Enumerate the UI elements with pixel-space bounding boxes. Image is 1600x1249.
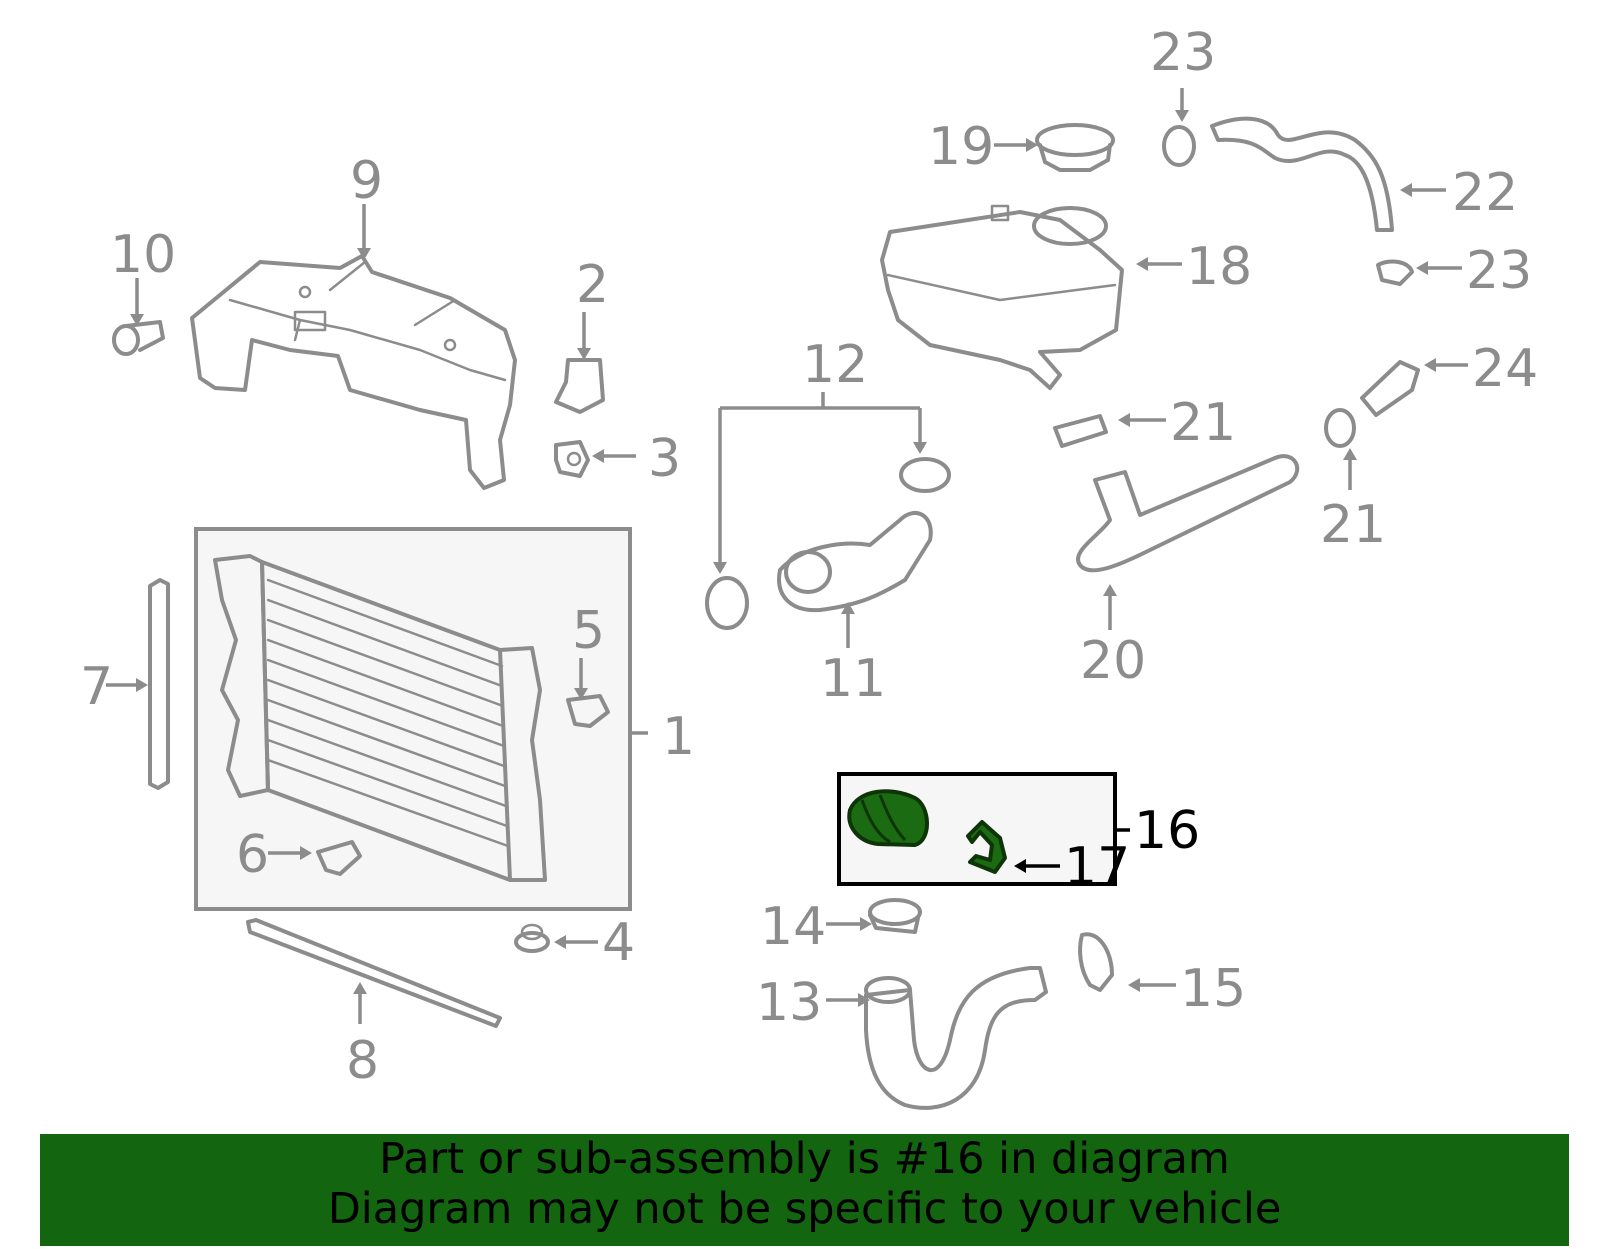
part-21-clamp (1324, 408, 1356, 448)
callout-15: 15 (1180, 959, 1246, 1019)
part-12-clamps (705, 457, 951, 630)
part-16-hose-assembly-highlighted (847, 789, 929, 847)
part-11-upper-hose (777, 510, 933, 613)
callout-17: 17 (1064, 837, 1130, 897)
callout-14: 14 (760, 897, 826, 957)
callout-12: 12 (802, 335, 868, 395)
banner-line-2: Diagram may not be specific to your vehi… (327, 1184, 1282, 1234)
callout-22: 22 (1452, 163, 1518, 223)
callout-3: 3 (648, 429, 681, 489)
callout-7: 7 (80, 657, 113, 717)
part-19-cap (1035, 123, 1115, 172)
callout-10: 10 (110, 225, 176, 285)
callout-23-lower: 23 (1466, 241, 1532, 301)
part-2-bracket (554, 358, 605, 414)
callout-11: 11 (820, 649, 886, 709)
part-24-fitting (1360, 360, 1420, 417)
part-23-clamp-upper (1162, 125, 1196, 167)
callout-5: 5 (572, 601, 605, 661)
part-18-reservoir (880, 204, 1124, 390)
callout-8: 8 (346, 1031, 379, 1091)
part-17-hose-highlighted (966, 820, 1007, 874)
part-4-pin (514, 923, 550, 953)
part-22-hose (1210, 116, 1394, 232)
callout-21-left: 21 (1170, 393, 1236, 453)
part-23-clamp-lower (1376, 259, 1414, 286)
part-21-clip (1053, 414, 1108, 448)
callout-2: 2 (576, 255, 609, 315)
callout-1: 1 (662, 707, 695, 767)
callout-20: 20 (1080, 631, 1146, 691)
callout-6: 6 (236, 825, 269, 885)
part-3-grommet (554, 440, 590, 478)
part-5-drain-plug (566, 694, 610, 728)
callout-21-right: 21 (1320, 495, 1386, 555)
callout-13: 13 (756, 973, 822, 1033)
part-10-clip (112, 320, 165, 356)
part-9-air-deflector (190, 254, 517, 490)
callout-9: 9 (350, 151, 383, 211)
part-6-fitting (316, 840, 362, 876)
part-7-seal (148, 578, 170, 790)
leader-lines (106, 88, 1468, 1024)
callout-24: 24 (1472, 339, 1538, 399)
part-8-seal (246, 918, 502, 1028)
part-13-lower-hose (864, 966, 1048, 1110)
info-banner: Part or sub-assembly is #16 in diagram D… (40, 1134, 1569, 1246)
part-20-hose (1076, 454, 1300, 573)
part-1-radiator (213, 554, 547, 882)
banner-line-1: Part or sub-assembly is #16 in diagram (379, 1134, 1230, 1184)
part-14-clamp (868, 898, 922, 934)
part-15-clamp (1078, 932, 1114, 992)
callout-16: 16 (1134, 801, 1200, 861)
callout-18: 18 (1186, 237, 1252, 297)
callout-4: 4 (602, 913, 635, 973)
callout-19: 19 (928, 117, 994, 177)
callout-23-upper: 23 (1150, 23, 1216, 83)
